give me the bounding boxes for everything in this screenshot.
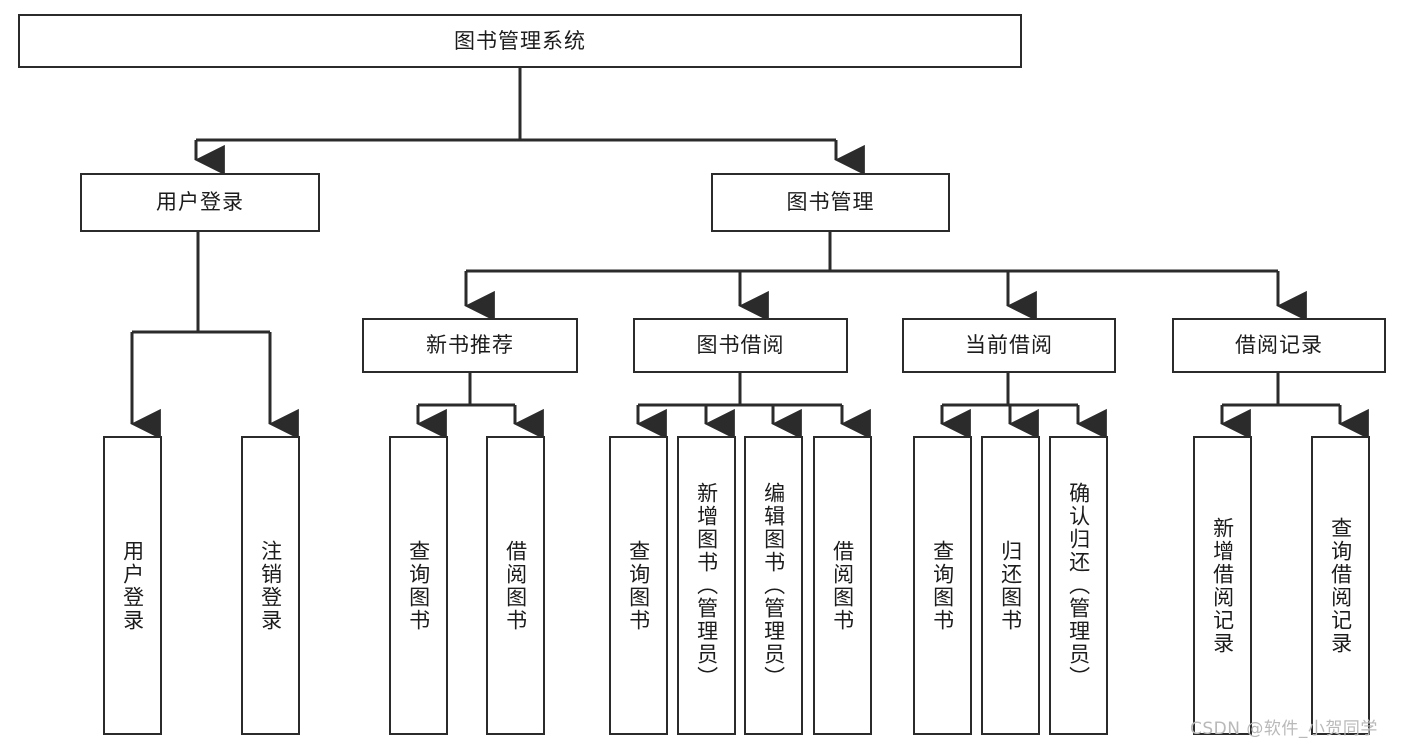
node-leaf-add-book-admin[interactable]: 新增图书（管理员） [677,436,736,735]
node-borrow-record[interactable]: 借阅记录 [1172,318,1386,373]
node-user-login-label: 用户登录 [156,190,244,215]
node-leaf-logout-login[interactable]: 注销登录 [241,436,300,735]
node-leaf-query-book-2-label: 查询图书 [626,539,651,632]
node-leaf-query-book-1[interactable]: 查询图书 [389,436,448,735]
node-book-borrow-label: 图书借阅 [696,333,785,358]
node-leaf-query-borrow-record-label: 查询借阅记录 [1328,516,1353,655]
node-leaf-query-book-2[interactable]: 查询图书 [609,436,668,735]
node-leaf-borrow-book-1[interactable]: 借阅图书 [486,436,545,735]
node-leaf-return-book-label: 归还图书 [998,539,1023,632]
node-leaf-confirm-return-admin[interactable]: 确认归还（管理员） [1049,436,1108,735]
node-leaf-logout-login-label: 注销登录 [258,539,283,632]
node-book-manage-label: 图书管理 [786,190,875,215]
node-leaf-edit-book-admin-label: 编辑图书（管理员） [761,482,786,689]
node-leaf-user-login-label: 用户登录 [120,539,145,632]
node-new-book-recommend-label: 新书推荐 [426,333,514,358]
node-leaf-query-book-3[interactable]: 查询图书 [913,436,972,735]
node-leaf-add-borrow-record-label: 新增借阅记录 [1210,516,1235,655]
node-leaf-add-borrow-record[interactable]: 新增借阅记录 [1193,436,1252,735]
node-leaf-user-login[interactable]: 用户登录 [103,436,162,735]
node-current-borrow[interactable]: 当前借阅 [902,318,1116,373]
node-leaf-query-borrow-record[interactable]: 查询借阅记录 [1311,436,1370,735]
watermark-csdn: CSDN @软件_小贺同学 [1190,719,1378,739]
node-leaf-borrow-book-2-label: 借阅图书 [830,539,855,632]
node-user-login[interactable]: 用户登录 [80,173,320,232]
node-leaf-borrow-book-1-label: 借阅图书 [503,539,528,632]
node-leaf-borrow-book-2[interactable]: 借阅图书 [813,436,872,735]
node-leaf-query-book-1-label: 查询图书 [406,539,431,632]
node-leaf-add-book-admin-label: 新增图书（管理员） [694,482,719,689]
node-borrow-record-label: 借阅记录 [1235,333,1323,358]
node-leaf-confirm-return-admin-label: 确认归还（管理员） [1066,482,1091,689]
node-leaf-return-book[interactable]: 归还图书 [981,436,1040,735]
node-leaf-query-book-3-label: 查询图书 [930,539,955,632]
node-current-borrow-label: 当前借阅 [965,333,1053,358]
node-new-book-recommend[interactable]: 新书推荐 [362,318,578,373]
node-book-manage[interactable]: 图书管理 [711,173,950,232]
node-root-label: 图书管理系统 [454,28,586,53]
node-book-borrow[interactable]: 图书借阅 [633,318,848,373]
node-leaf-edit-book-admin[interactable]: 编辑图书（管理员） [744,436,803,735]
node-root[interactable]: 图书管理系统 [18,14,1022,68]
